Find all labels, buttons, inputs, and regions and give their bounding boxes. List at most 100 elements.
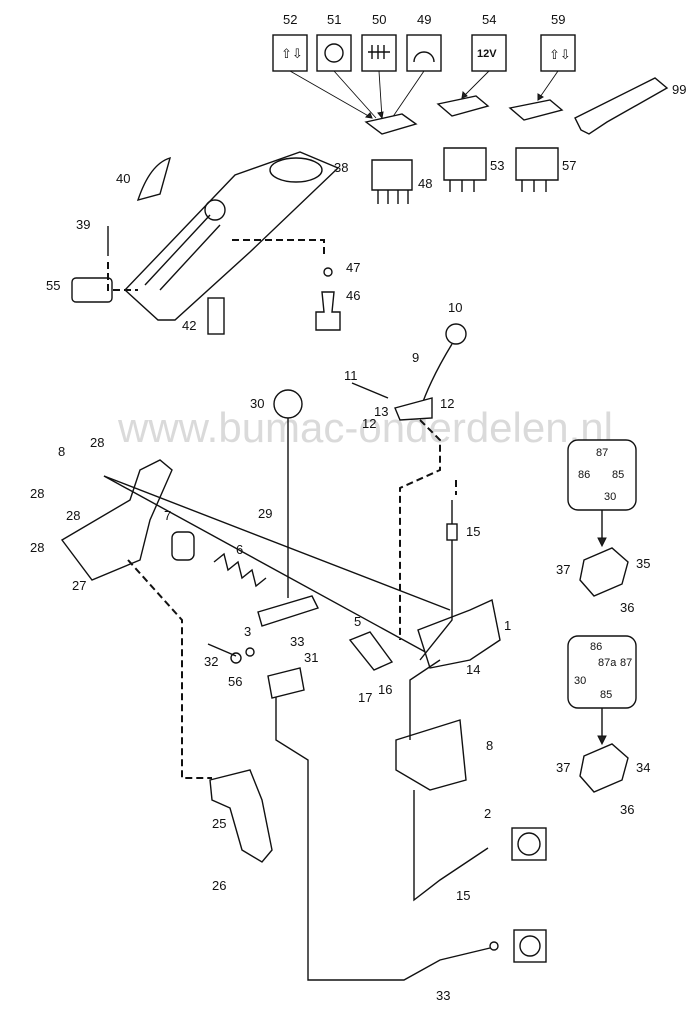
label-39: 39 xyxy=(76,217,90,232)
part-3-clip xyxy=(245,647,255,657)
label-7: 7 xyxy=(164,508,171,523)
part-99-clip xyxy=(574,77,669,135)
cable-15-lower xyxy=(413,790,489,902)
upper-rod xyxy=(103,475,451,611)
switch-body-48 xyxy=(371,159,413,191)
lower-housing xyxy=(395,719,467,791)
dashed-link-9 xyxy=(399,419,457,640)
symbol-50-icon xyxy=(368,45,390,59)
label-46: 46 xyxy=(346,288,360,303)
part-55-switch xyxy=(71,277,113,303)
label-1: 1 xyxy=(504,618,511,633)
part-1-bracket xyxy=(417,598,501,669)
console-panel-38 xyxy=(123,151,340,321)
relay87a-term-87: 87 xyxy=(620,657,632,669)
symbol-box-50 xyxy=(361,34,397,72)
relay85-term-87: 87 xyxy=(596,447,608,459)
brake-badge xyxy=(513,929,547,963)
symbol-box-54 xyxy=(471,34,507,72)
relay85-term-30: 30 xyxy=(604,491,616,503)
symbol-box-49 xyxy=(406,34,442,72)
label-9: 9 xyxy=(412,350,419,365)
relay87a-term-85: 85 xyxy=(600,689,612,701)
main-rod xyxy=(103,475,441,661)
dashed-link-27-25 xyxy=(127,559,212,779)
watermark-text: www.bumac-onderdelen.nl xyxy=(117,404,613,451)
label-15-upper: 15 xyxy=(466,524,480,539)
label-8-top: 8 xyxy=(58,444,65,459)
part-46-knob xyxy=(315,291,341,331)
label-11: 11 xyxy=(344,368,358,383)
switch-terminals xyxy=(377,180,547,204)
housing-link xyxy=(409,659,441,740)
part-34-relay xyxy=(579,743,629,793)
label-33-upper: 33 xyxy=(290,634,304,649)
part-56-washer xyxy=(230,652,242,664)
part-47-washer xyxy=(323,267,333,277)
switch-symbol-boxes: ⇧⇩ 12V ⇧⇩ xyxy=(272,34,576,72)
symbol-54-text: 12V xyxy=(477,48,497,60)
label-52: 52 xyxy=(283,12,297,27)
relay85-term-86: 86 xyxy=(578,469,590,481)
rocker-cap-53 xyxy=(436,95,490,117)
label-59: 59 xyxy=(551,12,565,27)
rocker-cap-48 xyxy=(364,113,418,135)
symbol-52-arrows: ⇧⇩ xyxy=(281,47,303,62)
relay87a-term-30: 30 xyxy=(574,675,586,687)
label-53: 53 xyxy=(490,158,504,173)
label-28-left-lower: 28 xyxy=(30,540,44,555)
label-34: 34 xyxy=(636,760,650,775)
brake-icon xyxy=(519,935,541,957)
label-38: 38 xyxy=(334,160,348,175)
gauge-icon xyxy=(413,51,435,63)
label-36-upper: 36 xyxy=(620,600,634,615)
label-55: 55 xyxy=(46,278,60,293)
turtle-icon xyxy=(517,832,541,856)
symbol-leaders xyxy=(289,70,559,119)
relay85-arrowhead xyxy=(597,537,607,548)
lever-boot xyxy=(204,199,226,221)
part-27-bracket xyxy=(60,459,173,581)
console-dashed-wires xyxy=(107,239,325,291)
label-14: 14 xyxy=(466,662,480,677)
label-28-middle: 28 xyxy=(66,508,80,523)
label-17: 17 xyxy=(358,690,372,705)
symbol-59-arrows: ⇧⇩ xyxy=(549,48,571,63)
part-5-tube xyxy=(348,631,394,671)
label-8-bottom: 8 xyxy=(486,738,493,753)
symbol-box-52 xyxy=(272,34,308,72)
relay85-term-85: 85 xyxy=(612,469,624,481)
relay87a-term-87a: 87a xyxy=(598,657,617,669)
leader-arrowheads xyxy=(364,90,544,120)
label-42: 42 xyxy=(182,318,196,333)
label-13: 13 xyxy=(374,404,388,419)
cup-holder xyxy=(269,157,323,183)
part-40-handle xyxy=(136,156,172,202)
label-37-upper: 37 xyxy=(556,562,570,577)
label-28-left-upper: 28 xyxy=(30,486,44,501)
label-47: 47 xyxy=(346,260,360,275)
part-labels: 52 51 50 49 54 59 99 40 38 48 53 57 39 4… xyxy=(30,12,686,1003)
rocker-switches xyxy=(364,95,564,204)
switch-body-53 xyxy=(443,147,487,181)
label-56: 56 xyxy=(228,674,242,689)
part-35-relay xyxy=(579,547,629,597)
label-6: 6 xyxy=(236,542,243,557)
part-32-bolt xyxy=(207,643,237,657)
label-54: 54 xyxy=(482,12,496,27)
console-slots xyxy=(144,214,221,291)
label-16: 16 xyxy=(378,682,392,697)
switch-body-57 xyxy=(515,147,559,181)
label-26: 26 xyxy=(212,878,226,893)
label-15-lower: 15 xyxy=(456,888,470,903)
part-25-bracket xyxy=(209,769,273,863)
label-50: 50 xyxy=(372,12,386,27)
part-11-bolt xyxy=(351,382,389,399)
part-10-knob xyxy=(445,323,467,345)
label-36-lower: 36 xyxy=(620,802,634,817)
cable-33-eye xyxy=(489,941,499,951)
label-27: 27 xyxy=(72,578,86,593)
label-32: 32 xyxy=(204,654,218,669)
label-35: 35 xyxy=(636,556,650,571)
